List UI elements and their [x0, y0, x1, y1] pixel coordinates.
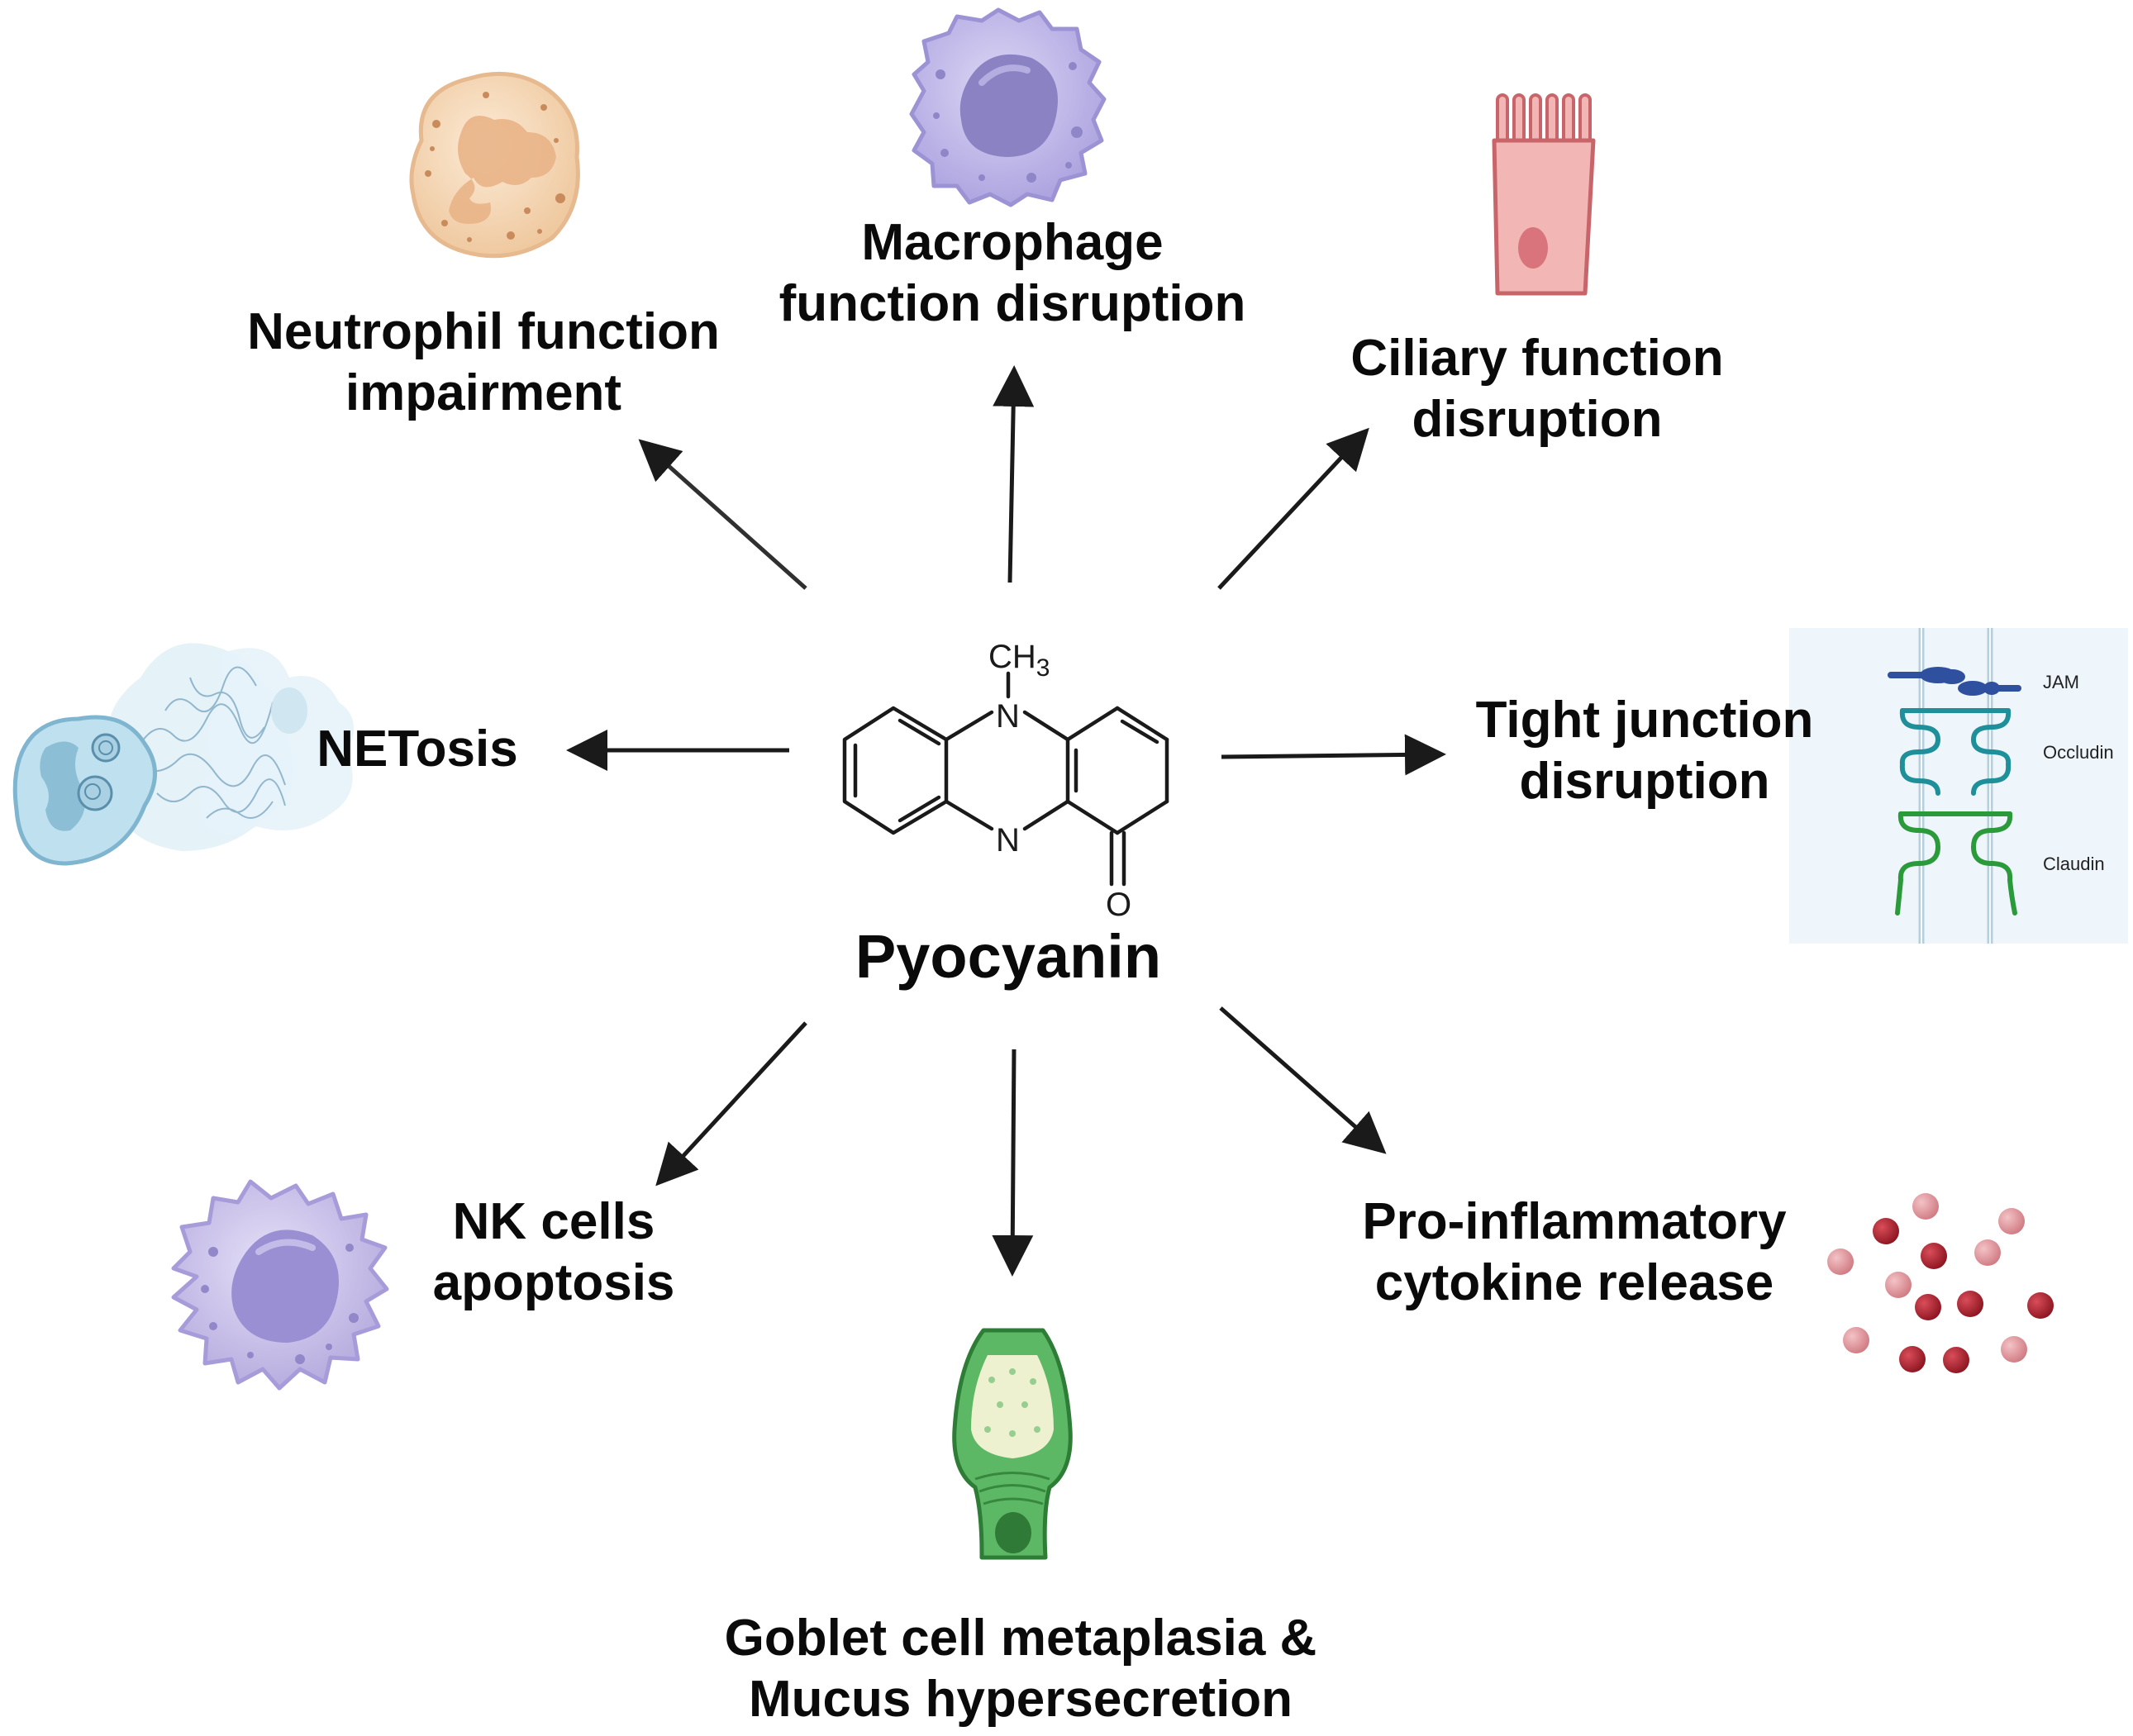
neutrophil-label-line1: Neutrophil function	[247, 303, 720, 360]
goblet-label-line1: Goblet cell metaplasia &	[724, 1610, 1317, 1667]
macrophage-label-line2: function disruption	[778, 275, 1246, 332]
nk-cell-illustration	[171, 1179, 389, 1391]
pyocyanin-title: Pyocyanin	[855, 922, 1162, 991]
macrophage-illustration	[909, 7, 1107, 207]
tight-junction-label-line2: disruption	[1519, 753, 1770, 810]
nk-cells-label-line1: NK cells	[452, 1193, 655, 1250]
arrow-to-macrophage	[993, 365, 1035, 583]
ciliary-label: Ciliary function disruption	[1331, 328, 1744, 450]
claudin-label: Claudin	[2043, 854, 2105, 874]
cytokine-label-line2: cytokine release	[1374, 1254, 1774, 1311]
macrophage-label-line1: Macrophage	[861, 214, 1164, 271]
macrophage-label: Macrophage function disruption	[760, 212, 1264, 335]
goblet-label: Goblet cell metaplasia & Mucus hypersecr…	[694, 1608, 1347, 1730]
cytokine-label: Pro-inflammatory cytokine release	[1339, 1191, 1810, 1314]
nitrogen-top: N	[996, 698, 1020, 735]
arrow-to-tight-junction	[1221, 734, 1446, 776]
occludin-label: Occludin	[2043, 742, 2114, 763]
neutrophil-illustration	[409, 71, 580, 259]
goblet-cell-illustration	[952, 1328, 1073, 1560]
nk-cells-label: NK cells apoptosis	[413, 1191, 694, 1314]
cytokine-label-line1: Pro-inflammatory	[1362, 1193, 1787, 1250]
tight-junction-illustration: JAM Occludin Claudin	[1789, 628, 2128, 944]
tight-junction-label: Tight junction disruption	[1455, 690, 1835, 812]
pyocyanin-structure	[842, 671, 1169, 887]
nitrogen-bottom: N	[996, 822, 1020, 858]
netosis-illustration	[12, 643, 354, 866]
tight-junction-label-line1: Tight junction	[1475, 692, 1814, 749]
ciliated-cell-illustration	[1492, 93, 1596, 296]
netosis-label: NETosis	[306, 719, 529, 780]
goblet-label-line2: Mucus hypersecretion	[748, 1671, 1293, 1728]
arrow-to-cytokine	[1219, 1006, 1387, 1154]
netosis-label-line1: NETosis	[317, 721, 518, 778]
jam-label: JAM	[2043, 672, 2079, 692]
neutrophil-label-line2: impairment	[345, 364, 622, 421]
neutrophil-label: Neutrophil function impairment	[240, 302, 727, 424]
arrow-to-goblet	[992, 1049, 1034, 1277]
arrow-to-ciliary	[1217, 427, 1369, 590]
arrows	[566, 365, 1446, 1277]
arrow-to-nk-cells	[655, 1021, 807, 1187]
arrow-to-neutrophil	[638, 439, 807, 590]
nk-cells-label-line2: apoptosis	[432, 1254, 675, 1311]
ciliary-label-line1: Ciliary function	[1350, 330, 1724, 387]
oxygen-label: O	[1106, 887, 1131, 923]
cytokine-illustration	[1827, 1193, 2054, 1373]
methyl-label: CH3	[988, 639, 1050, 682]
ciliary-label-line2: disruption	[1412, 391, 1663, 448]
